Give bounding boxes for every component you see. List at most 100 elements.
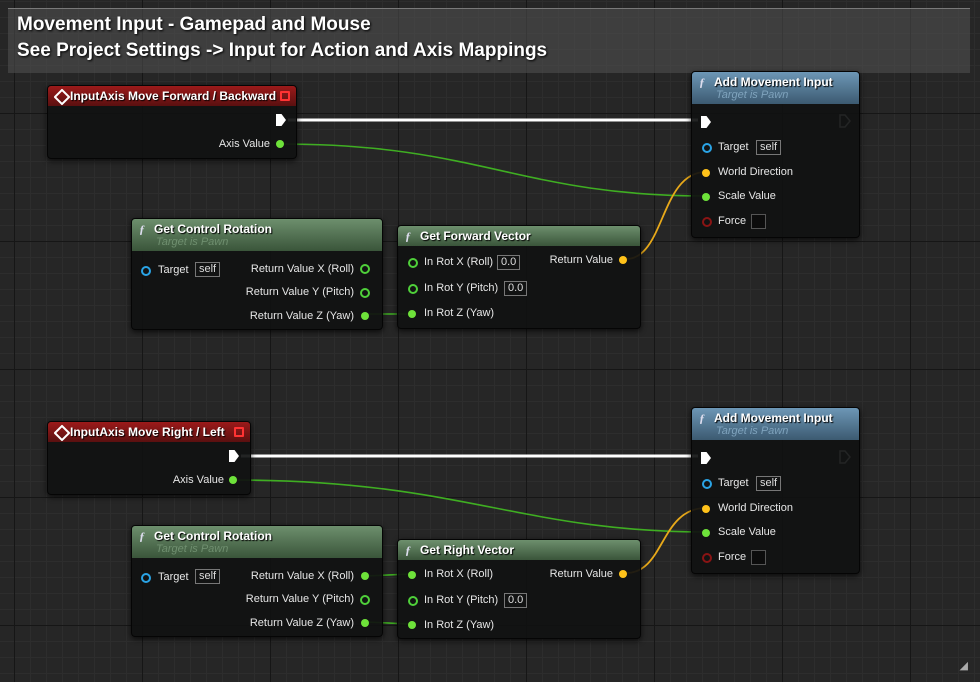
node-title: Get Control Rotation [154, 222, 272, 236]
axis-value-pin[interactable] [229, 476, 237, 484]
self-value[interactable]: self [195, 569, 221, 584]
node-header: ƒ Add Movement Input Target is Pawn [692, 72, 859, 104]
get-right-vector-node[interactable]: ƒ Get Right Vector In Rot X (Roll) In Ro… [397, 539, 641, 639]
comment-title: Movement Input - Gamepad and Mouse [17, 14, 371, 35]
node-title: Get Forward Vector [420, 229, 531, 243]
world-direction-pin[interactable] [702, 505, 710, 513]
exec-out-pin[interactable] [229, 450, 239, 462]
node-title: Get Control Rotation [154, 529, 272, 543]
target-label: Target [158, 571, 189, 583]
self-value[interactable]: self [756, 476, 782, 491]
world-direction-label: World Direction [718, 166, 793, 178]
in-rot-y-pin[interactable] [408, 284, 418, 294]
return-value-pin[interactable] [619, 256, 627, 264]
node-header: ƒ Get Forward Vector [398, 226, 640, 246]
axis-value-label: Axis Value [218, 138, 270, 150]
return-y-label: Return Value Y (Pitch) [245, 593, 354, 605]
get-control-rotation-node[interactable]: ƒ Get Control Rotation Target is Pawn Ta… [131, 525, 383, 637]
resize-grip-icon[interactable]: ◢ [959, 660, 968, 672]
scale-value-label: Scale Value [718, 526, 776, 538]
force-label: Force [718, 215, 747, 227]
return-z-label: Return Value Z (Yaw) [249, 310, 354, 322]
node-title: InputAxis Move Forward / Backward [70, 89, 277, 103]
scale-value-pin[interactable] [702, 193, 710, 201]
node-subtitle: Target is Pawn [156, 543, 229, 555]
return-y-pin[interactable] [360, 288, 370, 298]
function-icon: ƒ [139, 222, 145, 236]
target-pin[interactable] [702, 143, 712, 153]
event-diamond-icon [53, 88, 71, 106]
function-icon: ƒ [405, 543, 411, 557]
function-icon: ƒ [405, 229, 411, 243]
target-label: Target [158, 264, 189, 276]
in-rot-y-pin[interactable] [408, 596, 418, 606]
node-header: ƒ Get Control Rotation Target is Pawn [132, 219, 382, 251]
in-rot-y-value[interactable]: 0.0 [504, 281, 528, 296]
node-title: Add Movement Input [714, 75, 833, 89]
add-movement-input-node[interactable]: ƒ Add Movement Input Target is Pawn Targ… [691, 407, 860, 574]
self-value[interactable]: self [756, 140, 782, 155]
event-node-move-forward[interactable]: InputAxis Move Forward / Backward Axis V… [47, 85, 297, 159]
node-header: InputAxis Move Right / Left [48, 422, 250, 442]
get-forward-vector-node[interactable]: ƒ Get Forward Vector In Rot X (Roll) 0.0… [397, 225, 641, 329]
event-node-move-right[interactable]: InputAxis Move Right / Left Axis Value [47, 421, 251, 495]
function-icon: ƒ [139, 529, 145, 543]
node-subtitle: Target is Pawn [716, 425, 789, 437]
in-rot-z-pin[interactable] [408, 310, 416, 318]
force-checkbox[interactable] [751, 550, 766, 565]
return-x-label: Return Value X (Roll) [250, 263, 354, 275]
node-title: Add Movement Input [714, 411, 833, 425]
comment-subtitle: See Project Settings -> Input for Action… [17, 40, 548, 61]
world-direction-label: World Direction [718, 502, 793, 514]
in-rot-z-pin[interactable] [408, 621, 416, 629]
node-header: ƒ Add Movement Input Target is Pawn [692, 408, 859, 440]
exec-out-pin[interactable] [276, 114, 286, 126]
force-checkbox[interactable] [751, 214, 766, 229]
target-pin[interactable] [702, 479, 712, 489]
return-z-label: Return Value Z (Yaw) [249, 617, 354, 629]
return-y-label: Return Value Y (Pitch) [245, 286, 354, 298]
return-y-pin[interactable] [360, 595, 370, 605]
in-rot-x-pin[interactable] [408, 571, 416, 579]
axis-value-label: Axis Value [172, 474, 224, 486]
scale-value-label: Scale Value [718, 190, 776, 202]
return-x-pin[interactable] [360, 264, 370, 274]
world-direction-pin[interactable] [702, 169, 710, 177]
add-movement-input-node[interactable]: ƒ Add Movement Input Target is Pawn Targ… [691, 71, 860, 238]
return-z-pin[interactable] [361, 312, 369, 320]
event-diamond-icon [53, 424, 71, 442]
in-rot-z-label: In Rot Z (Yaw) [424, 307, 495, 319]
scale-value-pin[interactable] [702, 529, 710, 537]
force-pin[interactable] [702, 553, 712, 563]
force-pin[interactable] [702, 217, 712, 227]
target-pin[interactable] [141, 266, 151, 276]
comment-box[interactable]: Movement Input - Gamepad and Mouse See P… [8, 8, 970, 73]
node-subtitle: Target is Pawn [156, 236, 229, 248]
exec-in-pin[interactable] [701, 116, 711, 128]
function-icon: ƒ [699, 411, 705, 425]
node-title: InputAxis Move Right / Left [70, 425, 225, 439]
node-header: ƒ Get Right Vector [398, 540, 640, 560]
in-rot-x-value[interactable]: 0.0 [497, 255, 521, 270]
self-value[interactable]: self [195, 262, 221, 277]
in-rot-y-value[interactable]: 0.0 [504, 593, 528, 608]
target-pin[interactable] [141, 573, 151, 583]
return-value-pin[interactable] [619, 570, 627, 578]
in-rot-z-label: In Rot Z (Yaw) [424, 619, 495, 631]
in-rot-y-label: In Rot Y (Pitch) [424, 282, 499, 294]
get-control-rotation-node[interactable]: ƒ Get Control Rotation Target is Pawn Ta… [131, 218, 383, 330]
exec-in-pin[interactable] [701, 452, 711, 464]
in-rot-y-label: In Rot Y (Pitch) [424, 594, 499, 606]
return-value-label: Return Value [549, 254, 613, 266]
function-icon: ƒ [699, 75, 705, 89]
target-label: Target [718, 141, 749, 153]
node-title: Get Right Vector [420, 543, 515, 557]
event-delegate-pin-icon[interactable] [280, 91, 290, 101]
return-x-pin[interactable] [361, 572, 369, 580]
return-z-pin[interactable] [361, 619, 369, 627]
target-label: Target [718, 477, 749, 489]
return-x-label: Return Value X (Roll) [250, 570, 354, 582]
axis-value-pin[interactable] [276, 140, 284, 148]
event-delegate-pin-icon[interactable] [234, 427, 244, 437]
in-rot-x-pin[interactable] [408, 258, 418, 268]
